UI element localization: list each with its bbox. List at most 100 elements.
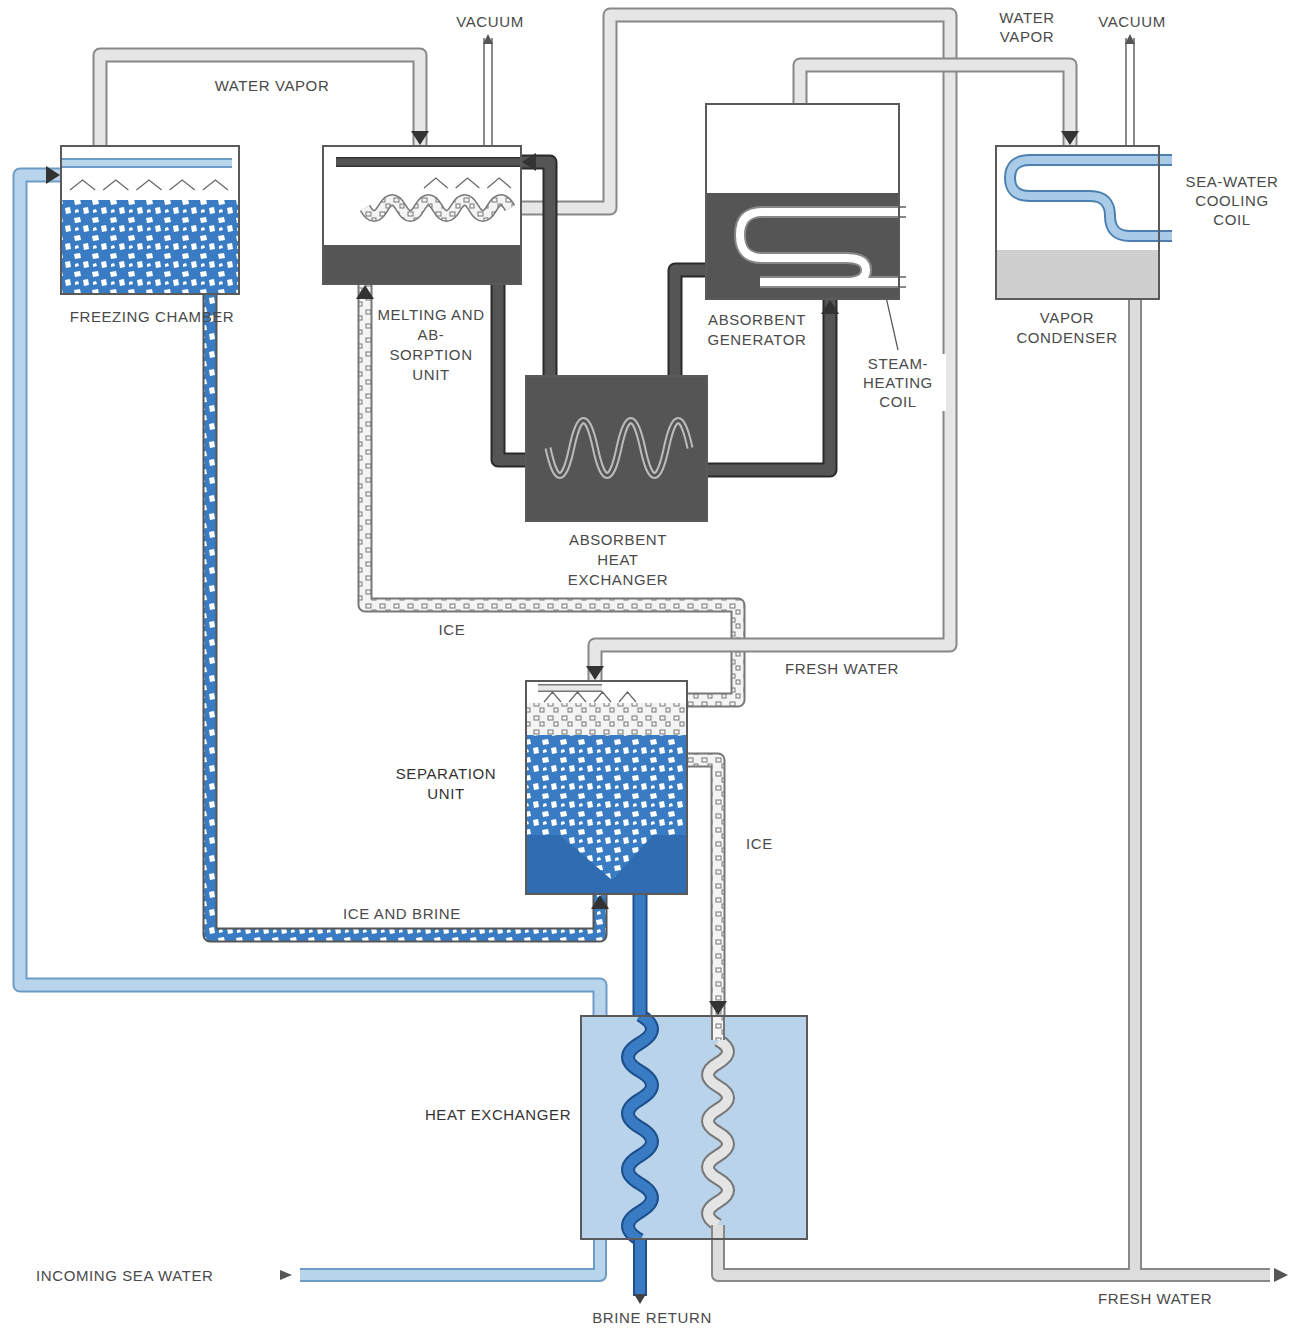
- spray-drops: [544, 692, 636, 702]
- pipe-bore: [675, 270, 705, 375]
- pipe: [522, 15, 950, 680]
- spray-bar: [60, 158, 232, 168]
- part-label: VACUUM: [443, 12, 537, 31]
- arrowhead: [522, 153, 536, 171]
- spray-drops: [424, 178, 511, 188]
- cooling-coil: [1010, 160, 1172, 236]
- spray-bar: [538, 686, 602, 691]
- pipe-wall: [800, 65, 1070, 145]
- part-label: BRINE RETURN: [580, 1308, 724, 1327]
- brine-outlet: [633, 1240, 647, 1296]
- spray-bar: [336, 159, 522, 166]
- arrowhead: [1125, 34, 1135, 44]
- steam-coil: [740, 212, 906, 282]
- spray-bar: [336, 157, 522, 167]
- arrowhead: [411, 131, 429, 145]
- arrowhead: [356, 285, 374, 299]
- arrowhead: [1061, 131, 1079, 145]
- pipe-bore: [635, 895, 646, 1015]
- washed-ice: [525, 703, 688, 735]
- exchanger-body: [580, 1015, 808, 1240]
- leader-line: [884, 288, 898, 350]
- part-label: INCOMING SEA WATER: [34, 1266, 278, 1285]
- pipe-label: FRESH WATER: [775, 659, 909, 678]
- exchanger-tube: [548, 421, 690, 476]
- fresh-coil: [708, 1040, 728, 1225]
- pipe: [800, 65, 1079, 145]
- pipe: [498, 285, 525, 460]
- pipe: [688, 760, 727, 1015]
- part-label: SEA-WATER COOLING COIL: [1176, 172, 1288, 229]
- arrowhead: [591, 895, 609, 909]
- vessel-label: SEPARATION UNIT: [377, 764, 515, 804]
- pipe-wall: [522, 15, 950, 680]
- pipe-label: ICE: [744, 834, 788, 853]
- vessel-label: MELTING AND AB- SORPTION UNIT: [376, 305, 486, 385]
- cooling-coil: [1010, 160, 1172, 236]
- ice-inlet: [711, 1015, 725, 1040]
- spray-drops: [70, 180, 228, 190]
- ice-slurry: [60, 200, 240, 295]
- arrowhead: [709, 1001, 727, 1015]
- brine-outlet: [635, 1240, 645, 1296]
- vessel-label: HEAT EXCHANGER: [424, 1105, 572, 1125]
- pipe: [100, 55, 429, 145]
- ice-inlet: [713, 1015, 723, 1040]
- vessel-ground: [60, 145, 240, 295]
- brine-sump: [525, 835, 688, 895]
- arrowhead: [46, 166, 60, 184]
- sea-water-inlet: [300, 1240, 600, 1275]
- brine-coil: [628, 1015, 652, 1240]
- vessel: VAPOR CONDENSER: [995, 145, 1160, 300]
- pipe-bore: [688, 760, 718, 1015]
- spray-bar: [60, 160, 232, 166]
- arrowhead: [634, 1294, 646, 1304]
- arrowhead: [821, 300, 839, 314]
- pipe-bore: [100, 55, 420, 145]
- arrowhead: [586, 666, 604, 680]
- arrowhead: [1274, 1268, 1288, 1282]
- pipe-wall: [688, 760, 718, 1015]
- vessel: ABSORBENT GENERATOR: [705, 103, 900, 300]
- fresh-coil: [708, 1040, 728, 1225]
- vessel: ABSORBENT HEAT EXCHANGER: [525, 375, 708, 522]
- vacuum-line: [484, 38, 492, 145]
- pipe-wall: [675, 270, 705, 375]
- pipe: [675, 270, 705, 375]
- exchanger-body: [525, 375, 708, 522]
- vessel-ground: [525, 680, 688, 895]
- exchanger-tube: [548, 421, 690, 476]
- pipe-bore: [522, 162, 550, 375]
- steam-coil: [740, 212, 906, 282]
- pipe-bore: [20, 175, 600, 1015]
- pipe-label: WATER VAPOR: [200, 76, 344, 95]
- pipe: [522, 153, 550, 375]
- brine-coil: [628, 1015, 652, 1240]
- vessel-label: ABSORBENT GENERATOR: [697, 310, 817, 350]
- part-label: VACUUM: [1085, 12, 1179, 31]
- vessel: MELTING AND AB- SORPTION UNIT: [322, 145, 522, 285]
- pipe-bore: [498, 285, 525, 460]
- absorbent-pool: [322, 245, 522, 285]
- condensate: [995, 250, 1160, 300]
- part-label: STEAM-HEATING COIL: [850, 354, 946, 411]
- fresh-water-outlet: [718, 300, 1270, 1275]
- pipe-bore: [800, 65, 1070, 145]
- pipe: [210, 295, 609, 935]
- pipe: [640, 895, 641, 1015]
- vessel-label: ABSORBENT HEAT EXCHANGER: [563, 530, 673, 590]
- vacuum-line: [1126, 38, 1134, 145]
- vessel: FREEZING CHAMBER: [60, 145, 240, 295]
- pipe-bore: [210, 295, 600, 935]
- ice-slurry: [525, 735, 688, 835]
- pipe-wall: [633, 895, 648, 1015]
- pipe-wall: [522, 162, 550, 375]
- part-label: FRESH WATER: [1096, 1289, 1260, 1308]
- funnel: [560, 835, 653, 880]
- vessel: SEPARATION UNIT: [525, 680, 688, 895]
- pipe-label: WATER VAPOR: [994, 8, 1060, 46]
- pipe-wall: [20, 175, 600, 1015]
